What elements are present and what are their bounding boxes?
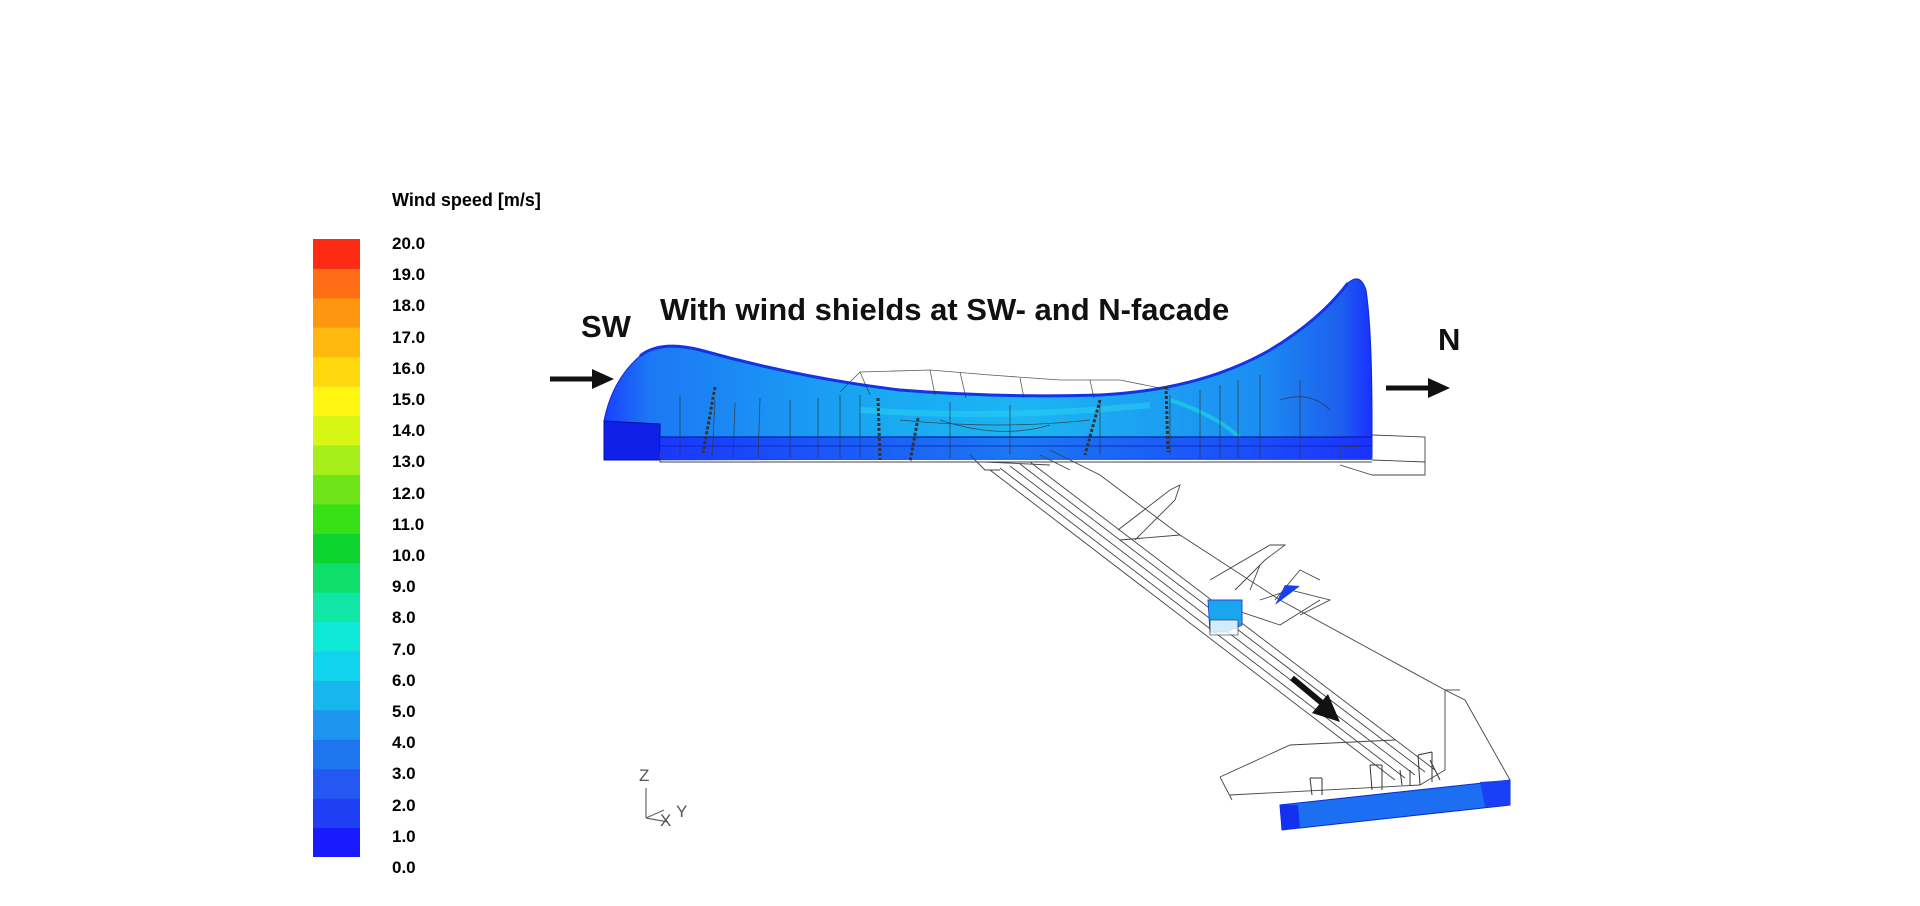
legend-swatch: [313, 356, 360, 387]
legend-swatch: [313, 592, 360, 623]
legend-swatch: [313, 562, 360, 593]
axis-label-x: X: [660, 811, 672, 830]
legend-swatch: [313, 415, 360, 446]
axis-label-y: Y: [676, 802, 688, 821]
roof-wireframe: [679, 369, 1331, 459]
legend-tick-label: 4.0: [392, 733, 416, 753]
legend-swatch: [313, 709, 360, 740]
legend-swatch: [313, 503, 360, 534]
legend-tick-label: 7.0: [392, 639, 416, 659]
legend-swatch: [313, 651, 360, 681]
legend-swatch: [313, 474, 360, 505]
legend-swatch: [313, 327, 360, 358]
legend-swatch: [313, 239, 360, 269]
legend-swatch: [313, 680, 360, 711]
legend-swatch: [313, 445, 360, 475]
legend-tick-label: 17.0: [392, 327, 426, 347]
direction-label-n: N: [1438, 322, 1461, 357]
legend-tick-label: 9.0: [392, 577, 416, 597]
legend-tick-label: 8.0: [392, 608, 416, 628]
legend-swatch: [313, 739, 360, 770]
legend-tick-label: 19.0: [392, 265, 426, 285]
legend-tick-label: 15.0: [392, 390, 426, 409]
legend-swatch: [313, 827, 360, 857]
legend-tick-label: 18.0: [392, 296, 426, 316]
roof-columns: [701, 385, 1170, 463]
lower-slab: [1279, 779, 1511, 831]
ramp-patches: [1207, 585, 1300, 636]
legend-tick-label: 0.0: [392, 858, 416, 877]
wind-arrow-ramp: [1290, 675, 1340, 722]
legend-tick-label: 6.0: [392, 670, 416, 690]
lower-columns: [1309, 751, 1441, 796]
legend-tick-label: 11.0: [392, 514, 425, 534]
color-scale-bar: [313, 239, 360, 857]
wind-arrow-n: [1386, 378, 1450, 398]
legend-tick-label: 10.0: [392, 546, 426, 565]
legend-tick-label: 14.0: [392, 421, 426, 441]
legend-tick-label: 2.0: [392, 795, 416, 815]
legend-swatch: [313, 798, 360, 829]
axis-triad: [645, 788, 669, 823]
legend-tick-label: 1.0: [392, 826, 416, 846]
legend-title: Wind speed [m/s]: [392, 190, 541, 210]
axis-label-z: Z: [639, 766, 650, 785]
legend-swatch: [313, 386, 360, 417]
legend-tick-label: 16.0: [392, 358, 426, 378]
legend-swatch: [313, 268, 360, 299]
legend-tick-label: 20.0: [392, 234, 426, 253]
legend-tick-label: 3.0: [392, 764, 416, 784]
legend-tick-label: 5.0: [392, 702, 416, 721]
legend-swatch: [313, 533, 360, 564]
legend-swatch: [313, 768, 360, 799]
roof-shell: [603, 278, 1373, 461]
scene-title: With wind shields at SW- and N-facade: [660, 292, 1230, 327]
legend-tick-label: 12.0: [392, 483, 426, 503]
direction-label-sw: SW: [581, 309, 631, 344]
legend-swatch: [313, 621, 360, 652]
legend-tick-label: 13.0: [392, 452, 426, 472]
ground-platform: [659, 434, 1426, 476]
legend-swatch: [313, 297, 360, 328]
wind-arrow-sw: [550, 369, 614, 389]
